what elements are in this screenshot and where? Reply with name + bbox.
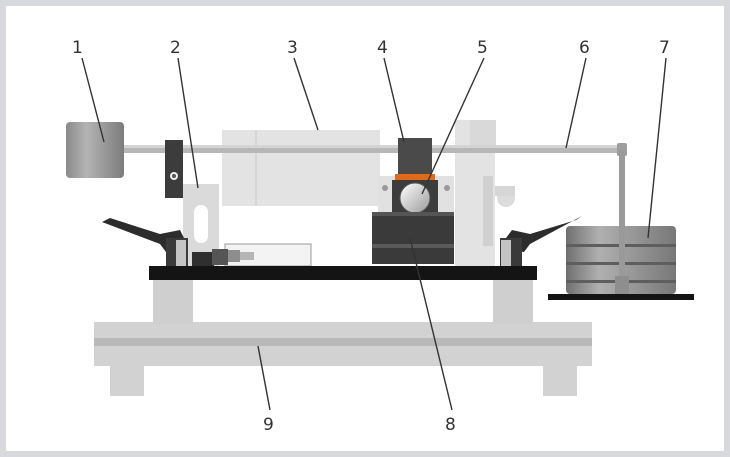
base-bed	[94, 322, 592, 396]
motor-housing	[222, 130, 380, 206]
callout-5: 5	[477, 38, 488, 58]
support-legs	[153, 276, 533, 324]
counterweight	[66, 122, 124, 178]
left-clamp-lever	[102, 218, 188, 268]
callout-labels: 1 2 3 4 5 6 7 8 9	[72, 38, 670, 435]
callout-2: 2	[170, 38, 181, 58]
callout-4: 4	[377, 38, 388, 58]
leader-4	[383, 57, 405, 143]
callout-9: 9	[263, 415, 274, 435]
leader-2	[177, 57, 199, 189]
callout-7: 7	[659, 38, 670, 58]
callout-6: 6	[579, 38, 590, 58]
pivot-block	[165, 140, 183, 198]
leader-9	[257, 345, 271, 411]
test-ball	[392, 180, 438, 214]
specimen-stage	[372, 212, 454, 264]
leader-1	[81, 57, 105, 143]
leader-5	[421, 57, 485, 195]
callout-1: 1	[72, 38, 83, 58]
leader-3	[293, 57, 319, 131]
leader-8	[409, 237, 453, 411]
callout-8: 8	[445, 415, 456, 435]
dead-weight	[548, 150, 694, 300]
vertical-column	[455, 120, 515, 268]
connector-plug	[192, 243, 312, 267]
leader-7	[647, 57, 667, 239]
leader-6	[565, 57, 587, 149]
right-clamp-lever	[500, 216, 582, 268]
callout-3: 3	[287, 38, 298, 58]
callout-leaders	[81, 57, 667, 411]
upper-specimen-holder	[395, 138, 435, 180]
base-plate	[149, 266, 537, 280]
